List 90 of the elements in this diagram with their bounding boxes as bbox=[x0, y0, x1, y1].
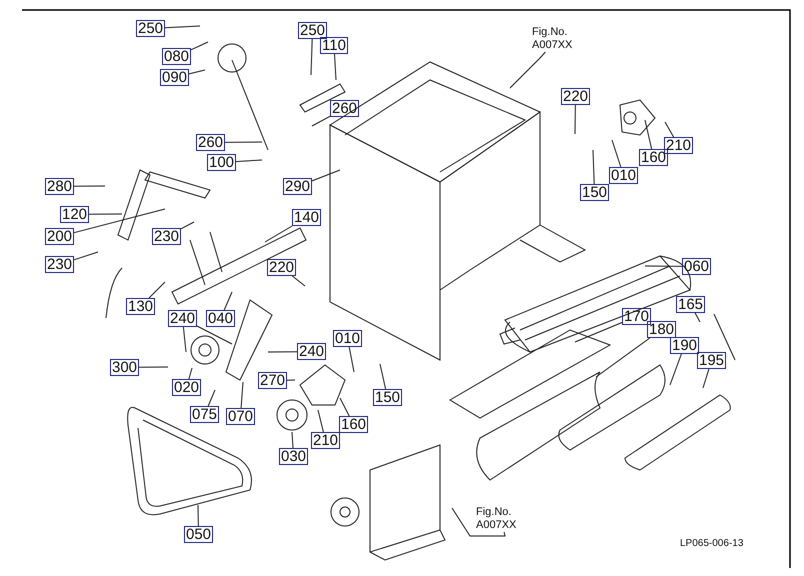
leader-line bbox=[190, 42, 208, 50]
callout-number: 290 bbox=[283, 178, 312, 195]
leader-line bbox=[196, 326, 232, 344]
leader-line bbox=[312, 170, 340, 182]
callout-number: 230 bbox=[45, 256, 74, 273]
leader-line bbox=[264, 226, 293, 242]
callout-number: 030 bbox=[279, 448, 308, 465]
leader-line bbox=[292, 276, 306, 286]
leader-line bbox=[182, 326, 186, 352]
callout-number: 195 bbox=[697, 352, 726, 369]
leader-line bbox=[74, 208, 166, 234]
leader-line bbox=[180, 222, 194, 230]
leader-line bbox=[596, 338, 650, 378]
leader-line bbox=[208, 390, 216, 406]
leader-line bbox=[318, 410, 324, 432]
leader-line bbox=[702, 368, 710, 388]
callout-number: 050 bbox=[184, 526, 214, 543]
figure-reference: Fig.No. A007XX bbox=[476, 506, 526, 532]
leader-line bbox=[74, 252, 98, 260]
leader-line bbox=[74, 186, 106, 187]
leader-line bbox=[188, 368, 192, 380]
leader-line bbox=[310, 38, 313, 76]
callout-number: 150 bbox=[580, 184, 610, 201]
callout-number: 110 bbox=[320, 37, 348, 54]
callout-number: 100 bbox=[207, 154, 236, 171]
leader-line bbox=[510, 52, 546, 88]
leader-line bbox=[148, 282, 166, 298]
leader-line bbox=[224, 142, 262, 143]
leader-line bbox=[198, 504, 199, 526]
callout-number: 140 bbox=[292, 209, 322, 226]
leader-line bbox=[664, 122, 674, 138]
leader-line bbox=[670, 354, 682, 386]
callout-number: 270 bbox=[258, 372, 288, 389]
leader-line bbox=[292, 432, 294, 448]
leader-line bbox=[592, 150, 595, 184]
leader-line bbox=[348, 346, 354, 372]
leader-line bbox=[286, 380, 296, 381]
leader-line bbox=[224, 292, 232, 310]
callout-number: 260 bbox=[196, 134, 226, 151]
leader-line bbox=[380, 364, 386, 390]
callout-number: 020 bbox=[172, 379, 202, 396]
drawing-number: LP065-006-13 bbox=[680, 538, 744, 549]
callout-number: 240 bbox=[297, 343, 326, 360]
leader-line bbox=[240, 382, 244, 408]
leader-line bbox=[236, 160, 262, 162]
callout-number: 075 bbox=[190, 406, 220, 423]
callout-number: 040 bbox=[206, 310, 236, 327]
callout-number: 220 bbox=[267, 259, 296, 276]
callout-number: 280 bbox=[45, 178, 74, 195]
callout-number: 150 bbox=[373, 389, 402, 406]
callout-number: 010 bbox=[609, 167, 638, 184]
callout-number: 220 bbox=[561, 88, 590, 105]
callout-number: 060 bbox=[682, 258, 712, 275]
callout-number: 130 bbox=[126, 298, 156, 315]
callout-number: 165 bbox=[676, 296, 706, 313]
leader-line bbox=[574, 322, 622, 342]
figure-reference: Fig.No. A007XX bbox=[532, 26, 582, 52]
leader-line bbox=[268, 351, 298, 352]
leader-line bbox=[612, 140, 622, 168]
leader-line bbox=[138, 366, 168, 368]
callout-number: 210 bbox=[311, 432, 340, 449]
leader-line bbox=[694, 312, 700, 322]
leader-line bbox=[644, 120, 652, 150]
leader-line bbox=[164, 26, 200, 28]
leader-line bbox=[574, 104, 576, 134]
callout-number: 230 bbox=[152, 228, 182, 245]
callout-number: 300 bbox=[110, 359, 140, 376]
callout-number: 080 bbox=[162, 48, 192, 65]
callout-number: 210 bbox=[664, 137, 694, 154]
callout-number: 090 bbox=[160, 69, 190, 86]
leader-line bbox=[334, 54, 336, 80]
callout-number: 260 bbox=[330, 100, 360, 117]
leader-line bbox=[644, 266, 682, 267]
callout-number: 010 bbox=[333, 330, 362, 347]
callout-number: 120 bbox=[60, 206, 90, 223]
leader-line bbox=[340, 398, 350, 416]
callout-number: 240 bbox=[168, 310, 198, 327]
callout-number: 250 bbox=[298, 22, 328, 39]
callout-number: 160 bbox=[639, 149, 668, 166]
callout-number: 200 bbox=[45, 228, 74, 245]
leader-line bbox=[312, 116, 330, 126]
callout-number: 180 bbox=[647, 321, 676, 338]
callout-number: 190 bbox=[670, 337, 700, 354]
leader-line bbox=[452, 508, 506, 536]
leader-line bbox=[188, 70, 206, 74]
callout-number: 250 bbox=[136, 20, 166, 37]
callout-number: 160 bbox=[339, 416, 368, 433]
callout-number: 070 bbox=[226, 408, 256, 425]
leader-line bbox=[88, 214, 122, 215]
callout-number: 170 bbox=[622, 308, 652, 325]
